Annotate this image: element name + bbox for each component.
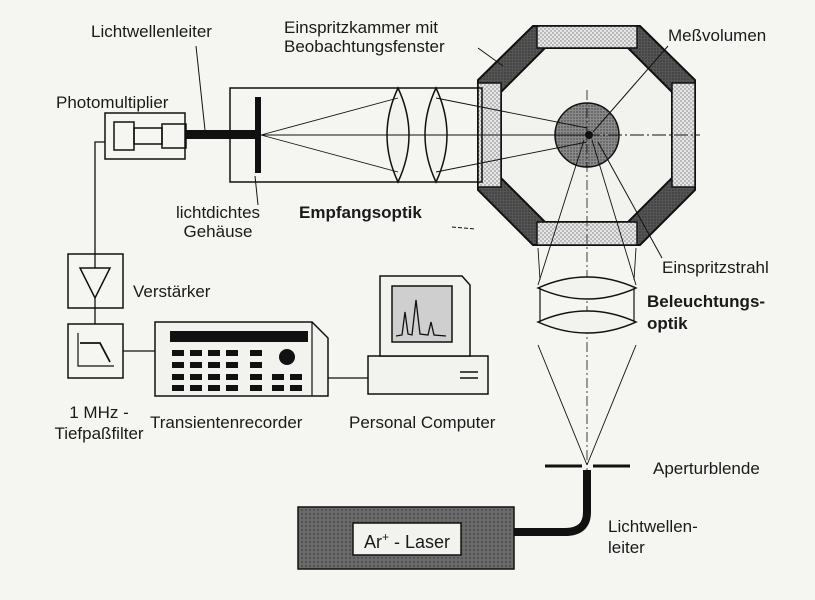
label-fiber-top: Lichtwellenleiter: [91, 22, 212, 41]
label-lowpass-2: Tiefpaßfilter: [54, 424, 144, 443]
label-transient-recorder: Transientenrecorder: [150, 413, 303, 432]
label-photomultiplier: Photomultiplier: [56, 93, 169, 112]
label-receiving-optics: Empfangsoptik: [299, 203, 422, 222]
label-lightproof-1: lichtdichtes: [175, 203, 261, 222]
illumination-lens-2: [536, 310, 638, 334]
illumination-lens-1: [536, 276, 638, 300]
label-personal-computer: Personal Computer: [349, 413, 496, 432]
amplifier: [67, 253, 124, 324]
label-amplifier: Verstärker: [133, 282, 211, 301]
illumination-rays: [537, 139, 637, 466]
personal-computer: [367, 275, 489, 395]
label-laser: Ar+ - Laser: [363, 530, 451, 552]
fiber-top: [186, 130, 256, 139]
label-aperture: Aperturblende: [653, 459, 760, 478]
label-injection-chamber-1: Einspritzkammer mit: [284, 18, 438, 37]
aperture-plate: [255, 97, 261, 173]
label-illumination-optics-1: Beleuchtungs-: [647, 292, 766, 311]
leader-lines: [195, 45, 669, 259]
window-top: [536, 25, 638, 49]
label-lowpass-1: 1 MHz -: [69, 403, 129, 422]
label-fiber-bottom-2: leiter: [608, 538, 645, 557]
label-measurement-volume: Meßvolumen: [668, 26, 767, 45]
label-injection-chamber-2: Beobachtungsfenster: [284, 37, 445, 56]
transient-recorder: [154, 321, 329, 397]
lowpass-filter: [67, 323, 124, 379]
label-illumination-optics-2: optik: [647, 314, 688, 333]
receiving-rays: [260, 97, 588, 173]
label-fiber-bottom-1: Lichtwellen-: [608, 517, 698, 536]
fiber-bottom: [514, 470, 591, 536]
label-injection-jet: Einspritzstrahl: [662, 258, 769, 277]
label-lightproof-2: Gehäuse: [183, 222, 253, 241]
photomultiplier-unit: [104, 112, 187, 160]
